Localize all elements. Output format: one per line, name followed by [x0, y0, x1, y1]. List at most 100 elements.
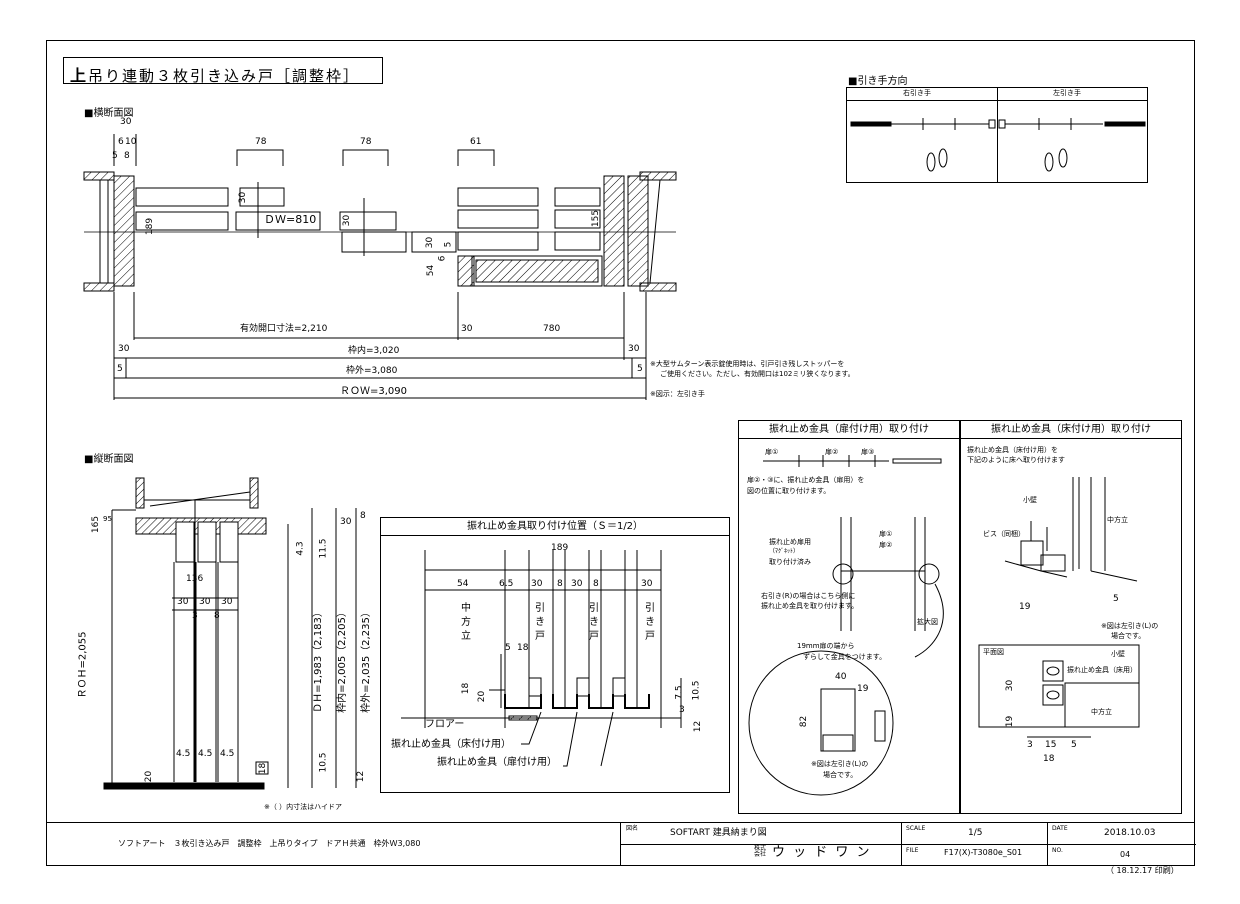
pos-hikido-3b: き: [645, 617, 655, 628]
scale-value: 1/5: [968, 828, 983, 838]
plan-heading: ■横断面図: [84, 108, 134, 119]
plan-drawing: [83, 134, 677, 400]
dim-155: 155: [591, 209, 602, 228]
drawing-title: 上吊り連動３枚引き込み戸［調整枠］: [63, 57, 383, 85]
handle-heading: ■引き手方向: [848, 76, 908, 87]
floorfit-dim-3: 3: [1027, 740, 1033, 750]
pos-hikido-1b: き: [535, 617, 545, 628]
title-description: ソフトアート ３枚引き込み戸 調整枠 上吊りタイプ ドアＨ共通 枠外Ｗ3,080: [118, 839, 421, 848]
no-value: 04: [1120, 850, 1131, 859]
dim-dw: ＤＷ=810: [264, 213, 317, 226]
sec-note-highdoor: ※（ ）内寸法はハイドア: [264, 803, 342, 811]
pos-dim-18-b: 18: [461, 682, 472, 695]
pos-dim-3: 3: [679, 705, 685, 715]
sec-dim-165: 165: [91, 515, 102, 534]
dim-30-top: 30: [120, 117, 132, 127]
sec-dim-4-3: 4.3: [295, 541, 306, 556]
pos-dim-189: 189: [551, 543, 569, 553]
title-block: [620, 822, 1196, 866]
dim-row: ＲＯＷ=3,090: [340, 386, 408, 397]
floor-fitting-panel: 振れ止め金具（床付け用）取り付け 振れ止め金具（床付け用）を 下記のように床へ取…: [960, 420, 1182, 814]
dim-6: 6: [118, 137, 124, 147]
floorfit-plan: 平面図: [983, 648, 1004, 656]
pos-hikido-2c: 戸: [589, 631, 599, 642]
floor-fitting-title: 振れ止め金具（床付け用）取り付け: [961, 421, 1181, 439]
sec-dim-8: 8: [214, 611, 220, 621]
file-value: F17(X)-T3080e_S01: [944, 848, 1023, 857]
floorfit-dim-18: 18: [1043, 754, 1055, 764]
dim-78-a: 78: [255, 137, 267, 147]
dim-30-b: 30: [342, 214, 353, 227]
sec-dim-95: 95: [103, 515, 112, 523]
pos-dim-54: 54: [457, 579, 469, 589]
door1-label: 扉①: [765, 448, 779, 456]
dim-10: 10: [125, 137, 137, 147]
sec-dim-4-5-a: 4.5: [176, 749, 191, 759]
meisho-value: SOFTART 建具納まり図: [670, 828, 767, 838]
floorfit-fitting: 振れ止め金具（床用）: [1067, 666, 1137, 674]
sec-dim-3: 3: [192, 611, 198, 621]
doorfit-right-1: 扉①: [879, 530, 893, 538]
no-label: NO.: [1052, 847, 1063, 854]
doorfit-dim-19: 19: [857, 684, 869, 694]
doorfit-zoom: 拡大図: [917, 618, 938, 626]
door3-label: 扉③: [861, 448, 875, 456]
dim-30-right: 30: [628, 344, 640, 354]
dim-wakuuchi: 枠内=3,020: [348, 346, 400, 356]
handle-left: 左引き手: [1053, 89, 1081, 97]
dim-8: 8: [124, 151, 130, 161]
dim-30-left: 30: [118, 344, 130, 354]
handle-panel: 右引き手 左引き手: [846, 87, 1148, 183]
date-value: 2018.10.03: [1104, 828, 1156, 838]
dim-effective-opening: 有効開口寸法=2,210: [240, 324, 328, 334]
pos-dim-10-5: 10.5: [691, 680, 702, 701]
pos-dim-30-b: 30: [571, 579, 583, 589]
pos-hikido-1a: 引: [535, 603, 545, 614]
doorfit-right-2: 扉②: [879, 541, 893, 549]
floorfit-dim-5: 5: [1113, 594, 1119, 604]
dim-189: 189: [145, 217, 156, 236]
pos-hikido-2a: 引: [589, 603, 599, 614]
doorfit-callout-2: ずらして金具をつけます。: [803, 653, 887, 661]
sec-dim-30-a: 30: [177, 597, 189, 607]
sec-dim-dh: ＤＨ=1,983（2,183）: [312, 607, 324, 713]
pos-door-fitting: 振れ止め金具（扉付け用）: [437, 757, 557, 768]
pos-floor-fitting: 振れ止め金具（床付け用）: [391, 739, 511, 750]
floorfit-dim-15: 15: [1045, 740, 1057, 750]
sec-dim-uchi: 枠内=2,005（2,205）: [336, 607, 348, 713]
dim-30-780: 30: [461, 324, 473, 334]
sec-dim-12: 12: [356, 770, 367, 783]
doorfit-text-2: 図の位置に取り付けます。: [747, 487, 831, 495]
pos-hikido-1c: 戸: [535, 631, 545, 642]
sec-dim-4-5-c: 4.5: [220, 749, 235, 759]
scale-label: SCALE: [906, 825, 926, 832]
pos-dim-30-a: 30: [531, 579, 543, 589]
floorfit-dim-19-b: 19: [1005, 715, 1016, 728]
pos-nakahoudate-1: 中: [461, 603, 471, 614]
pos-dim-8-b: 8: [593, 579, 599, 589]
sec-dim-8-top: 8: [360, 511, 366, 521]
dim-5-right: 5: [637, 364, 643, 374]
dim-5-left: 5: [117, 364, 123, 374]
doorfit-dim-82: 82: [799, 715, 810, 728]
file-label: FILE: [906, 847, 919, 854]
dim-780: 780: [543, 324, 561, 334]
handle-right: 右引き手: [903, 89, 931, 97]
pos-dim-18-a: 18: [517, 643, 529, 653]
pos-hikido-3c: 戸: [645, 631, 655, 642]
dim-30-a: 30: [238, 191, 249, 204]
sec-dim-18: 18: [258, 762, 269, 775]
printed-date: （ 18.12.17 印刷）: [1106, 866, 1179, 875]
doorfit-dim-40: 40: [835, 672, 847, 682]
pos-dim-12: 12: [693, 720, 704, 733]
dim-78-b: 78: [360, 137, 372, 147]
sec-dim-11-5: 11.5: [318, 538, 329, 559]
doorfit-callout-3: ※図は左引き(L)の: [811, 760, 869, 768]
position-panel: 振れ止め金具取り付け位置（Ｓ＝1/2）: [380, 517, 730, 793]
doorfit-label-1: 振れ止め扉用: [769, 538, 811, 546]
floorfit-kokabe-2: 小壁: [1111, 650, 1125, 658]
floorfit-text-2: 下記のように床へ取り付けます: [967, 456, 1065, 464]
dim-30-c: 30: [425, 236, 436, 249]
floorfit-dim-30: 30: [1005, 679, 1016, 692]
pos-dim-8-a: 8: [557, 579, 563, 589]
